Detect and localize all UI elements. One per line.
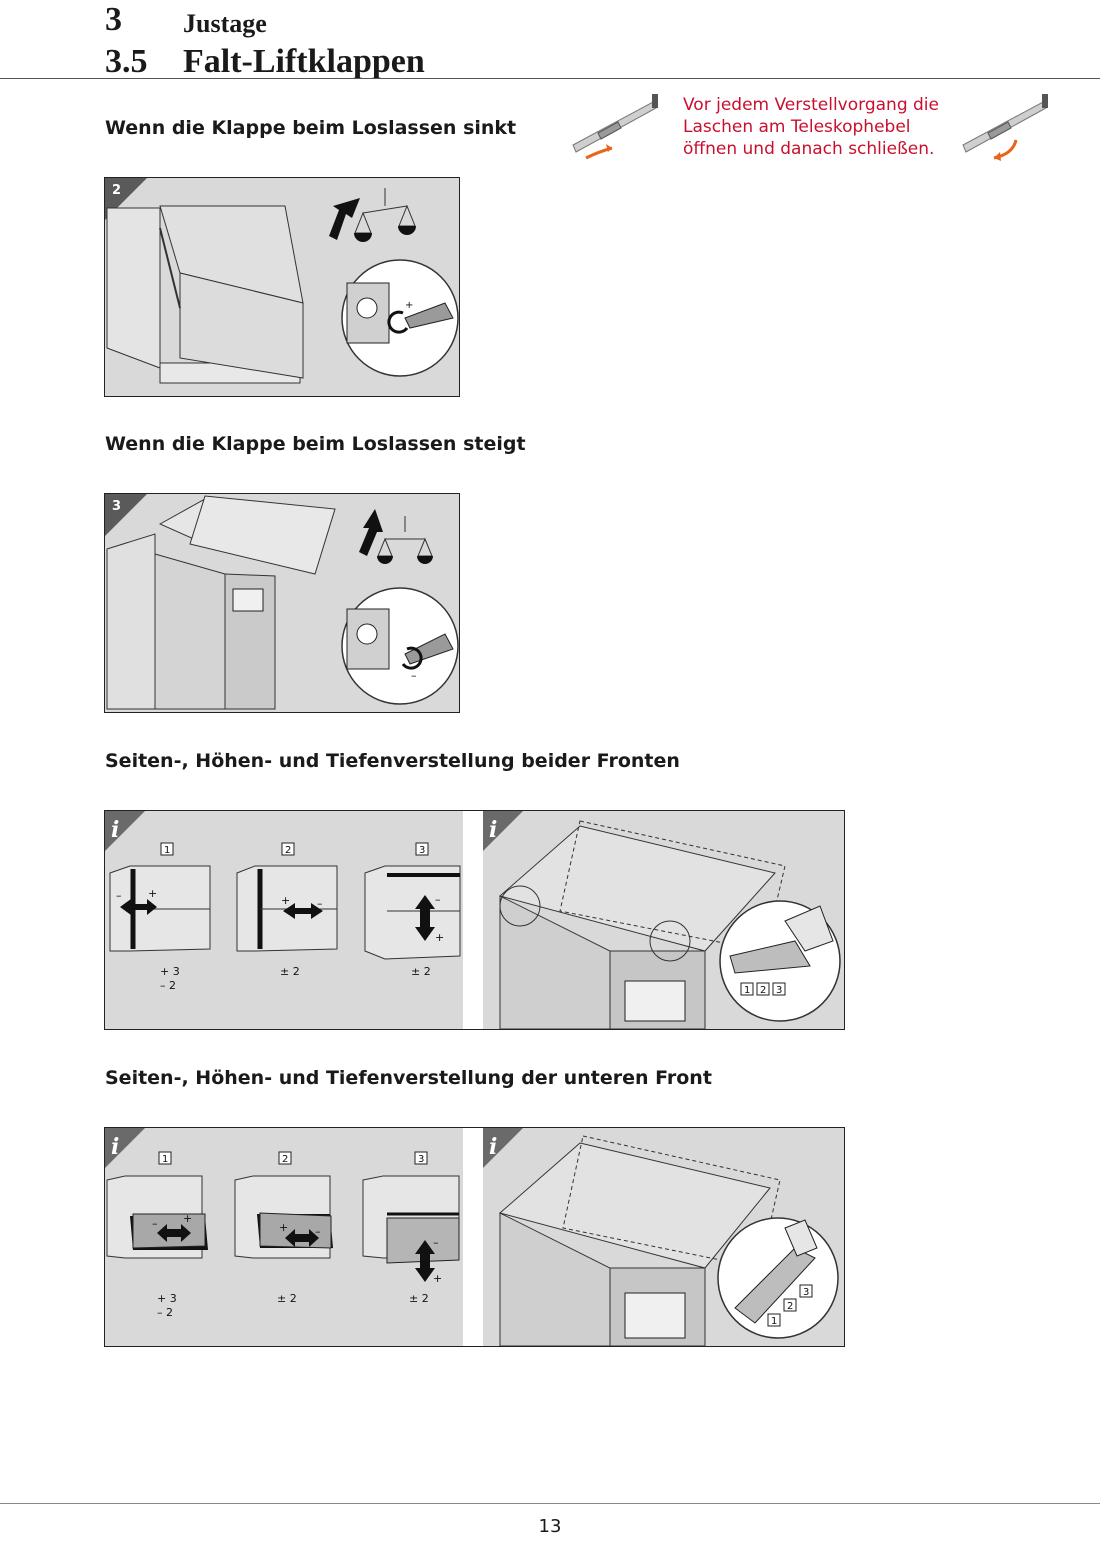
double-arrow-horizontal-icon	[120, 899, 157, 915]
svg-text:2: 2	[282, 1154, 288, 1165]
value-2: ± 2	[280, 965, 300, 978]
chapter-number: 3	[105, 1, 122, 38]
telescope-lever-open-illustration	[568, 90, 663, 165]
svg-text:2: 2	[787, 1301, 793, 1312]
page-number: 13	[538, 1516, 562, 1537]
double-arrow-horizontal-icon	[285, 1229, 319, 1247]
section-heading-lower-front: Seiten-, Höhen- und Tiefenverstellung de…	[105, 1067, 712, 1089]
sign-plus: +	[405, 300, 413, 311]
box-label-2	[278, 1151, 292, 1165]
svg-text:3: 3	[418, 1154, 424, 1165]
svg-text:i: i	[111, 1134, 119, 1160]
section-title: Falt-Liftklappen	[183, 43, 425, 80]
value-3: ± 2	[409, 1292, 429, 1305]
svg-text:+: +	[148, 887, 157, 900]
scale-icon	[354, 233, 372, 242]
svg-text:+: +	[183, 1212, 192, 1225]
section-number: 3.5	[105, 43, 148, 80]
svg-text:+: +	[279, 1221, 288, 1234]
info-badge-right	[483, 1128, 523, 1168]
telescope-lever-close-illustration	[958, 90, 1053, 165]
svg-text:–: –	[116, 889, 122, 902]
scale-icon	[377, 556, 393, 564]
value-1-line2: – 2	[160, 979, 176, 992]
svg-text:i: i	[489, 1134, 497, 1160]
chapter-title: Justage	[183, 9, 267, 38]
arrow-down-icon	[329, 198, 360, 240]
svg-text:+: +	[281, 894, 290, 907]
double-arrow-horizontal-icon	[283, 903, 323, 919]
svg-text:–: –	[433, 1236, 439, 1249]
svg-text:+: +	[433, 1272, 442, 1285]
box-label-2	[281, 842, 295, 856]
screwdriver-icon	[404, 302, 454, 329]
section-heading-both-fronts: Seiten-, Höhen- und Tiefenverstellung be…	[105, 750, 680, 772]
figure-sinks: 2 +	[104, 177, 460, 397]
svg-text:+: +	[435, 931, 444, 944]
box-label-3	[415, 842, 429, 856]
info-badge	[105, 1128, 145, 1168]
info-badge	[105, 811, 145, 851]
arrow-up-icon	[359, 509, 383, 556]
note-line-3: öffnen und danach schließen.	[683, 139, 935, 159]
svg-text:–: –	[315, 1225, 321, 1238]
figure-rises: 3 –	[104, 493, 460, 713]
section-heading-rises: Wenn die Klappe beim Loslassen steigt	[105, 433, 526, 455]
info-badge-right	[483, 811, 523, 851]
step-number: 3	[112, 499, 121, 514]
lever-instruction-note: Vor jedem Verstellvorgang die Laschen am…	[683, 94, 953, 160]
sign-minus: –	[411, 669, 417, 682]
svg-text:2: 2	[760, 985, 766, 996]
header-divider	[0, 78, 1100, 79]
figure-both-fronts: i 1 – + + 3 – 2 2 + – ± 2 3 – + ± 2	[104, 810, 845, 1030]
double-arrow-horizontal-icon	[157, 1224, 191, 1242]
figure-lower-front: i 1 – + + 3 – 2 2 + – ± 2 3 – + ± 2	[104, 1127, 845, 1347]
value-3: ± 2	[411, 965, 431, 978]
box-label-1	[158, 1151, 172, 1165]
section-heading-sinks: Wenn die Klappe beim Loslassen sinkt	[105, 117, 517, 139]
note-line-2: Laschen am Teleskophebel	[683, 117, 911, 137]
svg-text:–: –	[435, 893, 441, 906]
value-1-line1: + 3	[157, 1292, 177, 1305]
svg-text:3: 3	[803, 1287, 809, 1298]
svg-text:–: –	[317, 897, 323, 910]
box-label-3	[414, 1151, 428, 1165]
footer-divider	[0, 1503, 1100, 1504]
svg-text:1: 1	[744, 985, 750, 996]
box-label-1	[160, 842, 174, 856]
svg-text:–: –	[152, 1217, 158, 1230]
double-arrow-vertical-icon	[415, 895, 435, 941]
svg-text:1: 1	[771, 1316, 777, 1327]
value-1-line2: – 2	[157, 1306, 173, 1319]
svg-text:1: 1	[164, 845, 170, 856]
info-icon: i	[111, 817, 119, 843]
screwdriver-icon	[404, 633, 454, 665]
step-number: 2	[112, 183, 121, 198]
note-line-1: Vor jedem Verstellvorgang die	[683, 95, 939, 115]
svg-text:1: 1	[162, 1154, 168, 1165]
step-badge	[105, 494, 147, 536]
svg-text:3: 3	[776, 985, 782, 996]
svg-text:3: 3	[419, 845, 425, 856]
value-1-line1: + 3	[160, 965, 180, 978]
svg-text:2: 2	[285, 845, 291, 856]
double-arrow-vertical-icon	[415, 1240, 435, 1282]
svg-text:i: i	[489, 817, 497, 843]
value-2: ± 2	[277, 1292, 297, 1305]
